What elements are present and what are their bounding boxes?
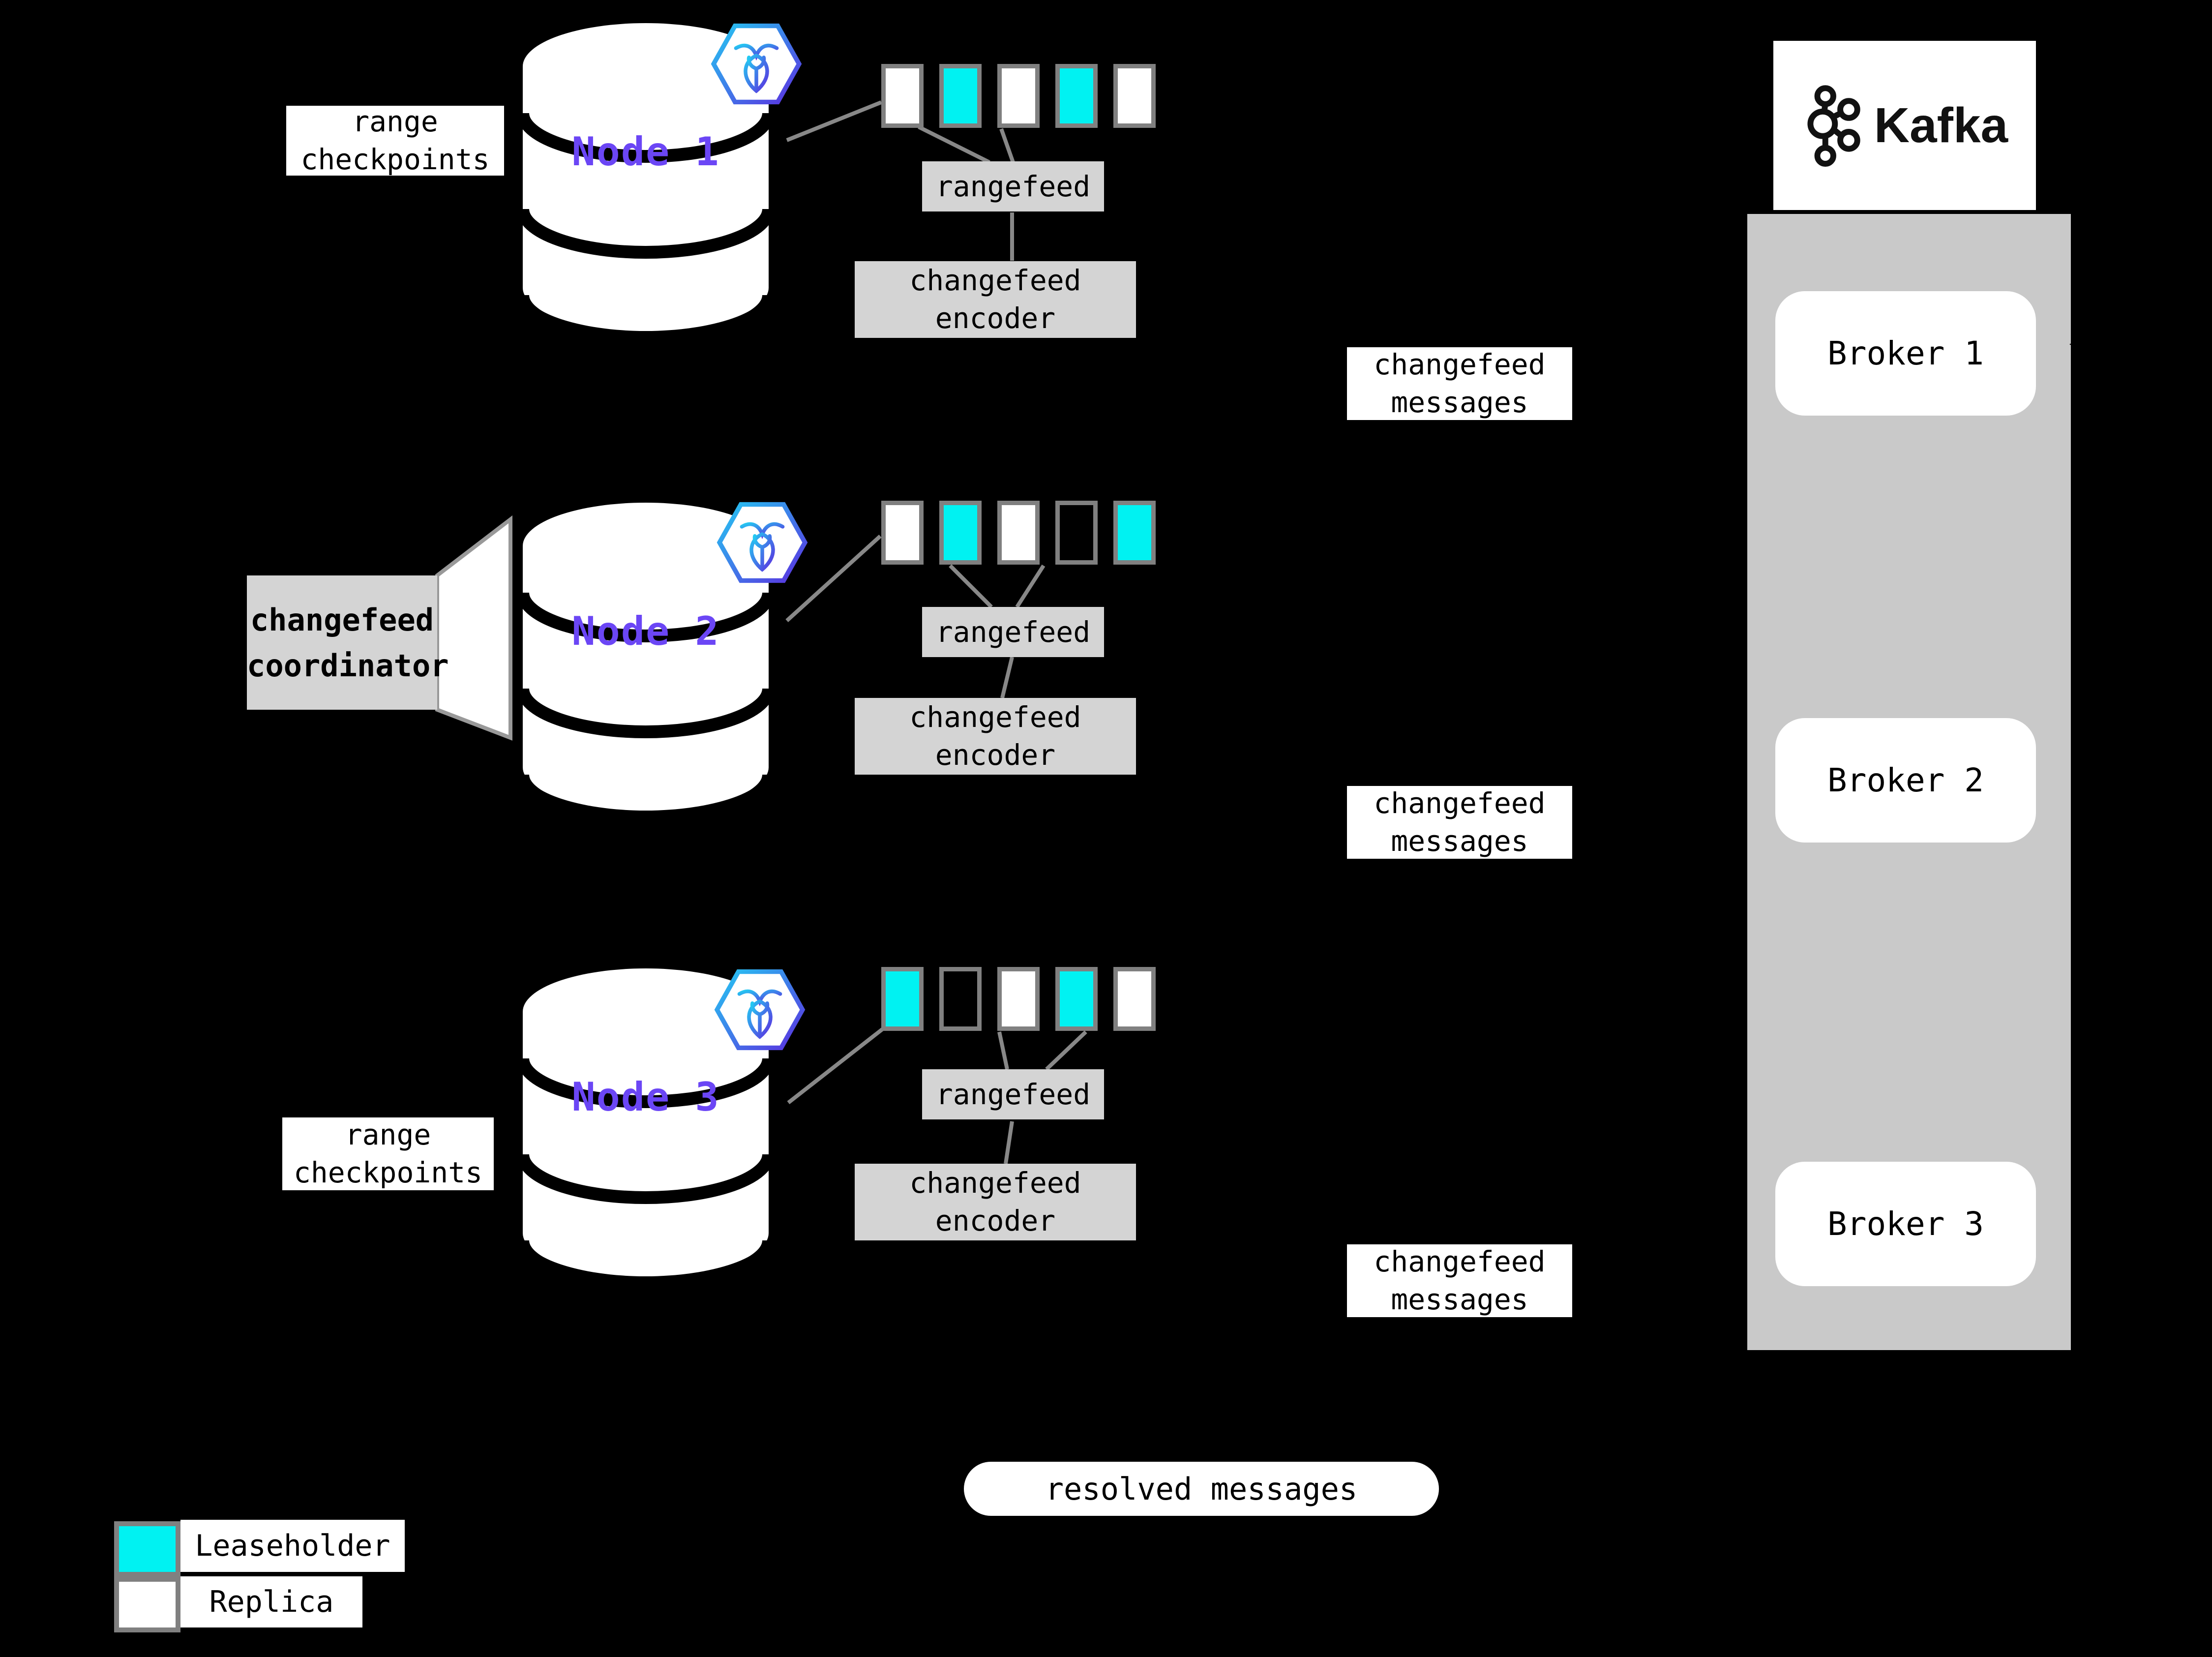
range-checkpoints-label-top: range checkpoints [286, 105, 504, 176]
cockroachdb-logo-icon [717, 502, 808, 583]
range-box [1055, 967, 1098, 1031]
range-checkpoints-label-bottom: range checkpoints [282, 1117, 494, 1190]
cockroachdb-logo-icon [711, 23, 802, 105]
range-box [939, 501, 982, 565]
node2-changefeed-encoder-box: changefeed encoder [855, 698, 1136, 775]
node3-cylinder [518, 968, 774, 1280]
legend-replica-swatch [114, 1577, 180, 1632]
range-box [1055, 64, 1098, 128]
coordinator-pointer-ribbon [435, 515, 512, 741]
node1-changefeed-messages-label: changefeed messages [1347, 347, 1572, 420]
node3-changefeed-messages-label: changefeed messages [1347, 1244, 1572, 1317]
kafka-title: Kafka [1874, 97, 2008, 153]
range-box [1113, 501, 1156, 565]
range-box [997, 967, 1040, 1031]
range-box [1113, 967, 1156, 1031]
range-box [881, 501, 924, 565]
range-box [997, 64, 1040, 128]
range-box [881, 64, 924, 128]
changefeed-coordinator-label: changefeed coordinator [247, 575, 449, 710]
node2-range-row [881, 501, 1156, 565]
kafka-logo-icon [1807, 85, 1860, 167]
broker-1: Broker 1 [1775, 291, 2036, 416]
legend-leaseholder-label: Leaseholder [180, 1520, 405, 1572]
node2-changefeed-messages-label: changefeed messages [1347, 786, 1572, 859]
range-box [1113, 64, 1156, 128]
range-box [939, 64, 982, 128]
node3-range-row [881, 967, 1156, 1031]
range-box [997, 501, 1040, 565]
range-box [939, 967, 982, 1031]
arrowhead-broker1 [2069, 334, 2089, 354]
node2-cylinder [518, 503, 774, 814]
node1-cylinder [518, 23, 774, 334]
node3-rangefeed-box: rangefeed [922, 1069, 1104, 1119]
node2-label: Node 2 [571, 608, 720, 654]
node1-label: Node 1 [571, 129, 720, 175]
kafka-logo-box: Kafka [1773, 41, 2036, 210]
broker-2: Broker 2 [1775, 718, 2036, 843]
node1-changefeed-encoder-box: changefeed encoder [855, 261, 1136, 338]
node1-range-row [881, 64, 1156, 128]
range-box [1055, 501, 1098, 565]
range-box [881, 967, 924, 1031]
arrowhead-broker3 [2071, 1216, 2090, 1233]
node3-changefeed-encoder-box: changefeed encoder [855, 1164, 1136, 1240]
legend-leaseholder-swatch [114, 1521, 180, 1577]
broker-3: Broker 3 [1775, 1162, 2036, 1286]
node2-rangefeed-box: rangefeed [922, 607, 1104, 657]
resolved-messages-label: resolved messages [964, 1462, 1439, 1516]
node3-label: Node 3 [571, 1074, 720, 1120]
legend-replica-label: Replica [180, 1576, 362, 1627]
cockroachdb-logo-icon [714, 969, 806, 1051]
node1-rangefeed-box: rangefeed [922, 161, 1104, 211]
